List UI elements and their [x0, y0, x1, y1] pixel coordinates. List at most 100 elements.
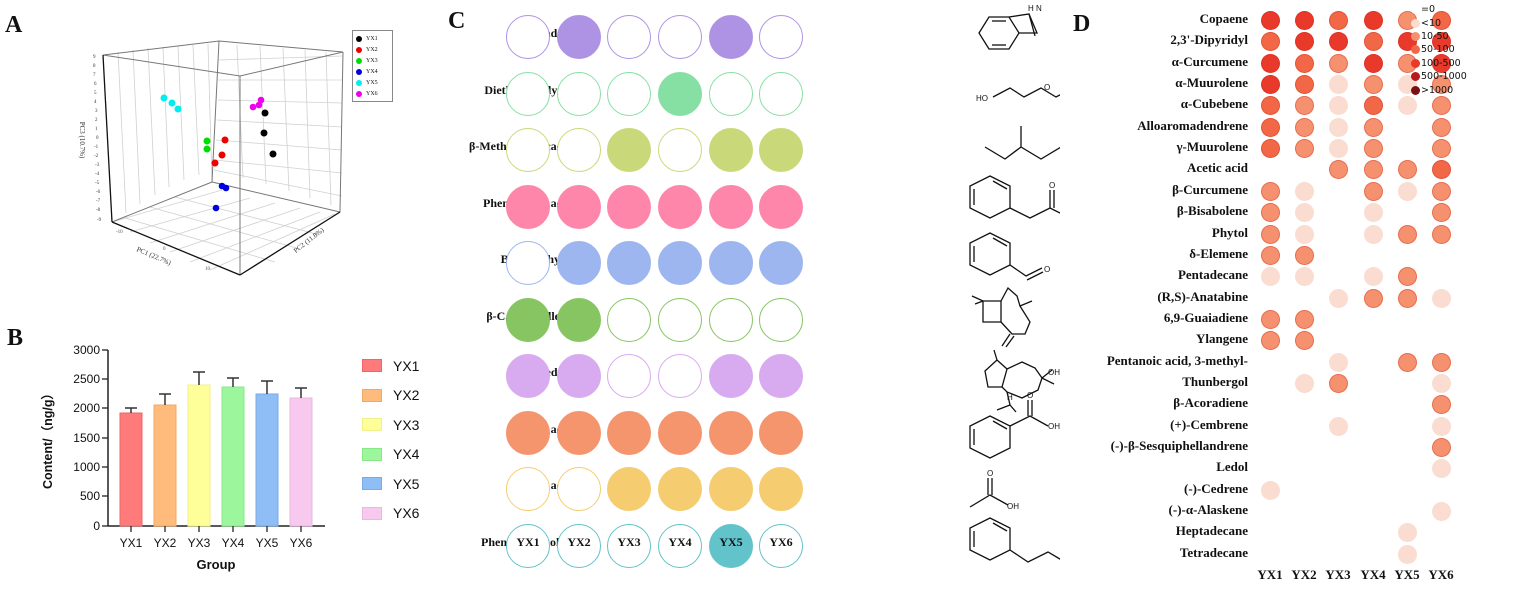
heatmap-row: Alloaromadendrene — [1060, 117, 1460, 139]
y-axis-label: PC2 (11.8%) — [292, 226, 326, 255]
content-level-dot — [1397, 544, 1417, 564]
compound-label: Alloaromadendrene — [1137, 117, 1248, 133]
content-level-dot — [1363, 75, 1383, 95]
content-level-dot — [1260, 11, 1280, 30]
svg-text:-9: -9 — [97, 218, 102, 223]
compound-label: Phytol — [1211, 224, 1248, 240]
presence-circle-filled — [658, 71, 702, 116]
heatmap-row: α-Muurolene — [1060, 74, 1460, 96]
heatmap-row: δ-Elemene — [1060, 245, 1460, 267]
x-axis-label: Group — [197, 557, 236, 572]
presence-circle-filled — [759, 241, 803, 285]
presence-circle-filled — [709, 467, 753, 511]
content-level-dot — [1363, 11, 1383, 30]
compound-label: α-Curcumene — [1171, 53, 1248, 69]
panel-c-presence-matrix: C IndoleDiethylene glycolβ-Methylvaleric… — [420, 0, 1060, 590]
compound-row: Indole — [420, 8, 1060, 64]
compound-label: (-)-α-Alaskene — [1168, 502, 1248, 518]
content-level-dot — [1363, 203, 1383, 223]
presence-circle-empty — [658, 15, 702, 59]
content-level-dot — [1431, 395, 1451, 415]
compound-row: Phenethyl alcohol — [420, 517, 1060, 573]
legend-item: >1000 — [1411, 83, 1467, 96]
presence-circle-empty — [607, 71, 651, 116]
legend-item: 100-500 — [1411, 57, 1467, 70]
compound-label: (+)-Cembrene — [1170, 416, 1248, 432]
heatmap-row: (-)-α-Alaskene — [1060, 501, 1460, 523]
content-level-dot — [1431, 502, 1451, 522]
content-level-dot — [1397, 96, 1417, 116]
content-level-dot — [1294, 75, 1314, 95]
content-level-dot — [1397, 160, 1417, 180]
content-level-dot — [1294, 96, 1314, 116]
content-level-dot — [1294, 53, 1314, 73]
presence-circle-filled — [557, 297, 601, 342]
svg-text:8: 8 — [93, 64, 96, 69]
bar-yx6 — [289, 397, 313, 527]
compound-label: Acetic acid — [1186, 160, 1248, 176]
heatmap-row: Copaene — [1060, 10, 1460, 32]
group-label: YX2 — [1291, 567, 1317, 582]
content-level-dot — [1260, 53, 1280, 73]
presence-circle-empty — [557, 71, 601, 116]
svg-text:6: 6 — [94, 82, 97, 87]
presence-circle-empty — [506, 15, 550, 59]
presence-circle-filled — [658, 241, 702, 285]
heatmap-row: 2,3'-Dipyridyl — [1060, 31, 1460, 53]
presence-circle-empty — [506, 523, 550, 568]
presence-circle-filled — [759, 467, 803, 511]
content-level-dot — [1294, 11, 1314, 30]
svg-text:-10: -10 — [116, 230, 123, 235]
presence-circle-filled — [506, 354, 550, 398]
svg-text:-8: -8 — [96, 208, 101, 213]
plot-box-frame — [102, 40, 344, 275]
bar-yx2 — [153, 404, 177, 527]
svg-text:YX4: YX4 — [222, 536, 245, 550]
legend-item-yx5: YX5 — [362, 469, 419, 499]
bar-yx3 — [187, 384, 211, 527]
svg-text:YX2: YX2 — [154, 536, 177, 550]
content-level-dot — [1431, 11, 1451, 30]
group-label: YX6 — [769, 535, 793, 549]
content-level-dot — [1431, 438, 1451, 457]
presence-circle-empty — [557, 523, 601, 568]
legend-item-yx4: YX4 — [356, 66, 389, 77]
compound-label: Copaene — [1199, 11, 1248, 26]
content-level-dot — [1328, 11, 1348, 30]
heatmap-row: Thunbergol — [1060, 373, 1460, 395]
presence-circle-empty — [759, 523, 803, 568]
content-level-dot — [1294, 117, 1314, 137]
compound-row: β-Methylvalericacid — [420, 121, 1060, 177]
svg-text:0: 0 — [96, 136, 99, 141]
presence-circle-empty — [607, 354, 651, 398]
group-label: YX2 — [567, 535, 591, 549]
svg-text:3000: 3000 — [73, 343, 100, 357]
group-label: YX1 — [1257, 567, 1283, 582]
content-level-dot — [1363, 139, 1383, 159]
content-level-dot — [1363, 224, 1383, 244]
presence-circle-filled — [759, 354, 803, 398]
presence-circle-filled — [709, 523, 753, 568]
presence-circle-filled — [557, 184, 601, 229]
legend-item: <10 — [1411, 16, 1467, 29]
content-level-dot — [1431, 32, 1451, 52]
content-level-dot — [1294, 203, 1314, 223]
legend-item-yx1: YX1 — [362, 351, 419, 381]
svg-text:YX6: YX6 — [290, 536, 313, 550]
x-axis-ticks — [130, 526, 302, 532]
presence-circle-filled — [607, 128, 651, 172]
presence-circle-empty — [709, 71, 753, 116]
bars — [119, 384, 313, 527]
content-level-dot — [1260, 245, 1280, 265]
panel-letter-b: B — [7, 325, 24, 351]
content-level-dot — [1260, 117, 1280, 137]
legend-item: 500-1000 — [1411, 70, 1467, 83]
presence-circle-filled — [607, 467, 651, 511]
svg-text:4: 4 — [94, 100, 97, 105]
presence-circle-filled — [506, 410, 550, 455]
content-level-dot — [1260, 32, 1280, 52]
legend-item-yx6: YX6 — [356, 88, 389, 99]
pca-3d-plot: 9 8 7 6 5 4 3 2 1 0 -1 -2 -3 -4 -5 -6 -7… — [78, 40, 344, 276]
bar-yx4 — [221, 386, 245, 527]
